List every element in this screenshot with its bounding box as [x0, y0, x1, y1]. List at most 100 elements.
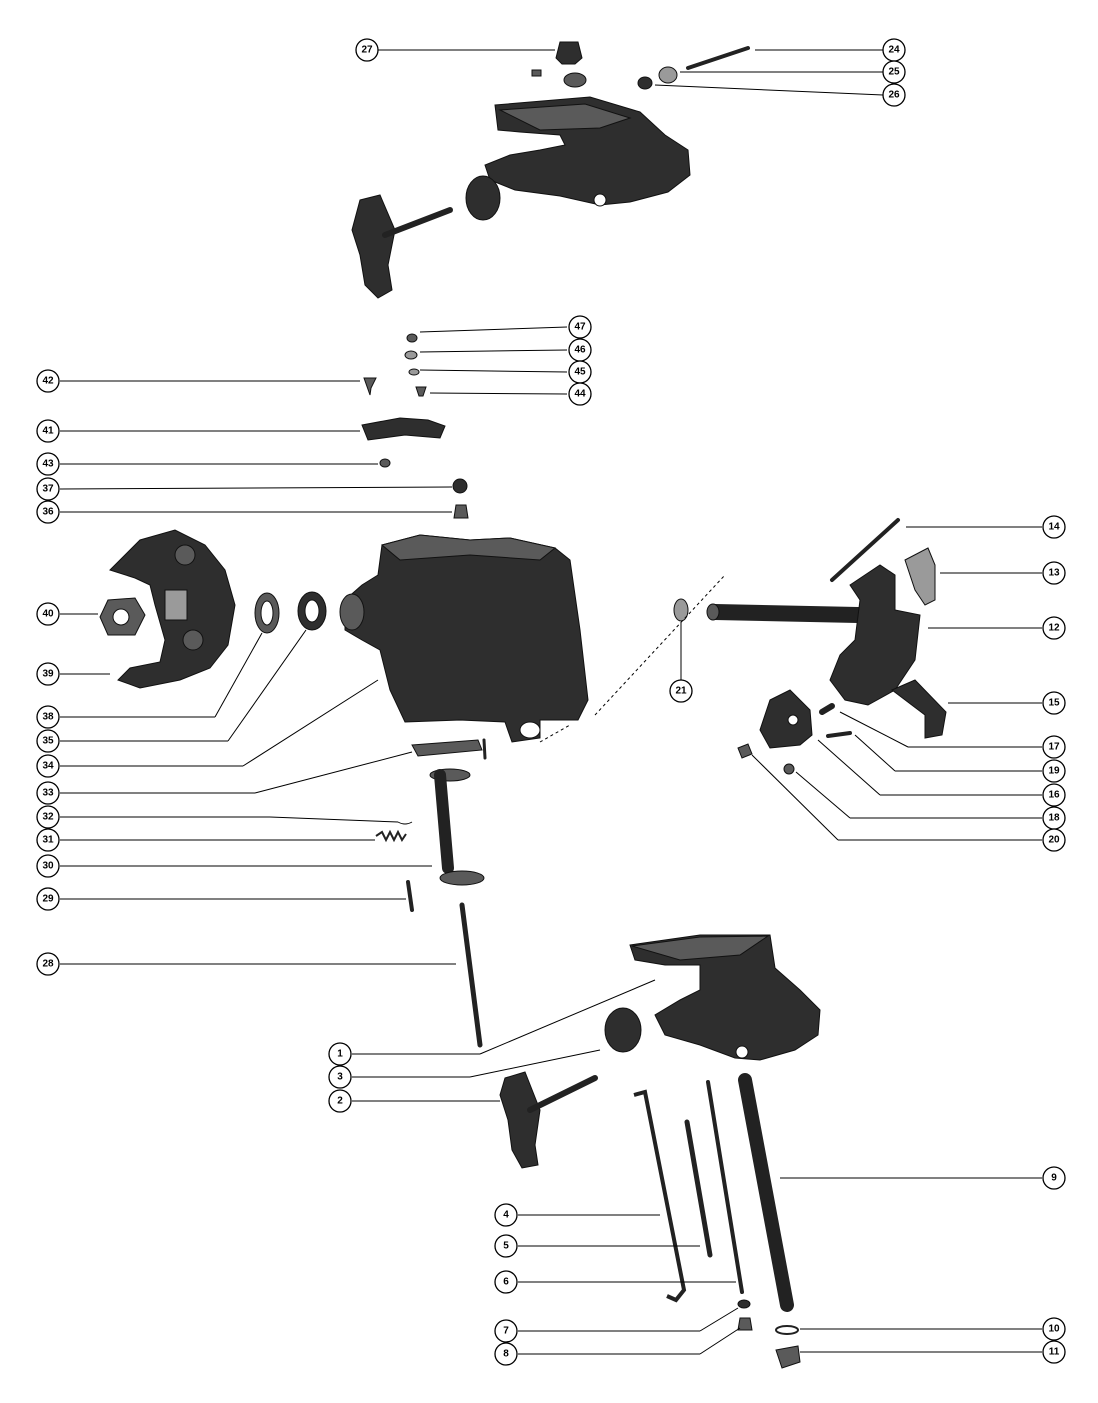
callout-42: 42 [36, 369, 60, 393]
svg-text:38: 38 [42, 712, 54, 723]
svg-text:9: 9 [1051, 1173, 1057, 1184]
leader-18a [795, 771, 851, 819]
svg-text:7: 7 [503, 1326, 509, 1337]
center-line-lower [539, 724, 571, 743]
svg-text:46: 46 [574, 345, 586, 356]
part-27-knob [555, 41, 583, 65]
part-19-bolt [826, 731, 852, 738]
svg-text:42: 42 [42, 376, 54, 387]
leader-46 [419, 349, 568, 353]
swivel-bracket-left [99, 529, 327, 689]
svg-text:1: 1 [337, 1049, 343, 1060]
part-8-nut [737, 1317, 753, 1331]
part-41-lever [361, 417, 446, 441]
callout-33: 33 [36, 781, 60, 805]
callout-8: 8 [494, 1342, 518, 1366]
svg-text:39: 39 [42, 669, 54, 680]
top-clamp-hole [593, 193, 607, 207]
part-30-bottom-flange [439, 870, 485, 886]
svg-text:13: 13 [1048, 568, 1060, 579]
callout-9: 9 [1042, 1166, 1066, 1190]
svg-text:14: 14 [1048, 522, 1060, 533]
leader-37 [59, 486, 453, 490]
svg-text:15: 15 [1048, 698, 1060, 709]
leader-16a [817, 739, 881, 796]
svg-text:40: 40 [42, 609, 54, 620]
part-2-screw [527, 1075, 598, 1113]
svg-text:30: 30 [42, 861, 54, 872]
callout-3: 3 [328, 1065, 352, 1089]
center-line-housing-tube [594, 574, 726, 716]
housing-body [344, 534, 589, 743]
svg-text:10: 10 [1048, 1324, 1060, 1335]
svg-text:4: 4 [503, 1210, 509, 1221]
svg-text:27: 27 [361, 45, 373, 56]
svg-text:2: 2 [337, 1096, 343, 1107]
part-32-spring-pin [397, 821, 413, 825]
callout-13: 13 [1042, 561, 1066, 585]
part-40-nut-hole [112, 608, 130, 626]
svg-text:33: 33 [42, 788, 54, 799]
top-clamp-handle [351, 194, 396, 299]
callout-47: 47 [568, 315, 592, 339]
callout-20: 20 [1042, 828, 1066, 852]
housing-left-boss [339, 593, 365, 631]
part-16-hole [787, 714, 799, 726]
part-29-pin [406, 880, 414, 912]
swivel-housing [339, 534, 589, 743]
part-12-tube-end [706, 603, 720, 621]
part-14-bolt [830, 518, 900, 582]
leader-lines [59, 49, 1042, 1355]
svg-text:45: 45 [574, 367, 586, 378]
leader-45 [419, 369, 568, 373]
leader-38b [214, 632, 263, 718]
svg-text:19: 19 [1048, 766, 1060, 777]
part-10-ring [775, 1325, 799, 1335]
leader-32b [269, 816, 399, 823]
callout-2: 2 [328, 1089, 352, 1113]
part-12-tube [707, 604, 866, 623]
leader-8b [699, 1327, 741, 1355]
leader-20a [751, 754, 839, 841]
leader-19a [854, 734, 896, 772]
part-16-block [759, 689, 813, 749]
svg-text:43: 43 [42, 459, 54, 470]
leader-7b [699, 1307, 739, 1332]
callout-25: 25 [882, 60, 906, 84]
callout-26: 26 [882, 83, 906, 107]
svg-text:3: 3 [337, 1072, 343, 1083]
part-30-shaft [434, 769, 454, 874]
svg-text:24: 24 [888, 45, 900, 56]
callout-19: 19 [1042, 759, 1066, 783]
part-17-pin [819, 703, 835, 715]
callout-29: 29 [36, 887, 60, 911]
callout-4: 4 [494, 1203, 518, 1227]
svg-text:18: 18 [1048, 813, 1060, 824]
tilt-tube-assembly [673, 518, 947, 775]
callout-5: 5 [494, 1234, 518, 1258]
svg-text:17: 17 [1048, 742, 1060, 753]
svg-text:12: 12 [1048, 623, 1060, 634]
svg-text:5: 5 [503, 1241, 509, 1252]
svg-text:28: 28 [42, 959, 54, 970]
callout-45: 45 [568, 360, 592, 384]
svg-text:29: 29 [42, 894, 54, 905]
callout-21: 21 [669, 679, 693, 703]
part-25-washer [658, 66, 678, 84]
svg-text:34: 34 [42, 761, 54, 772]
part-9-tube [738, 1073, 794, 1312]
svg-text:31: 31 [42, 835, 54, 846]
leader-35b [227, 629, 307, 742]
small-hardware [361, 333, 469, 519]
part-37 [452, 478, 468, 494]
callout-31: 31 [36, 828, 60, 852]
bottom-clamp-assembly [499, 934, 821, 1369]
callout-1: 1 [328, 1042, 352, 1066]
svg-text:32: 32 [42, 812, 54, 823]
part-33-pin [482, 738, 487, 760]
top-clamp-bracket-face [498, 103, 632, 131]
part-7-nut [737, 1299, 751, 1309]
callout-11: 11 [1042, 1340, 1066, 1364]
svg-text:26: 26 [888, 90, 900, 101]
